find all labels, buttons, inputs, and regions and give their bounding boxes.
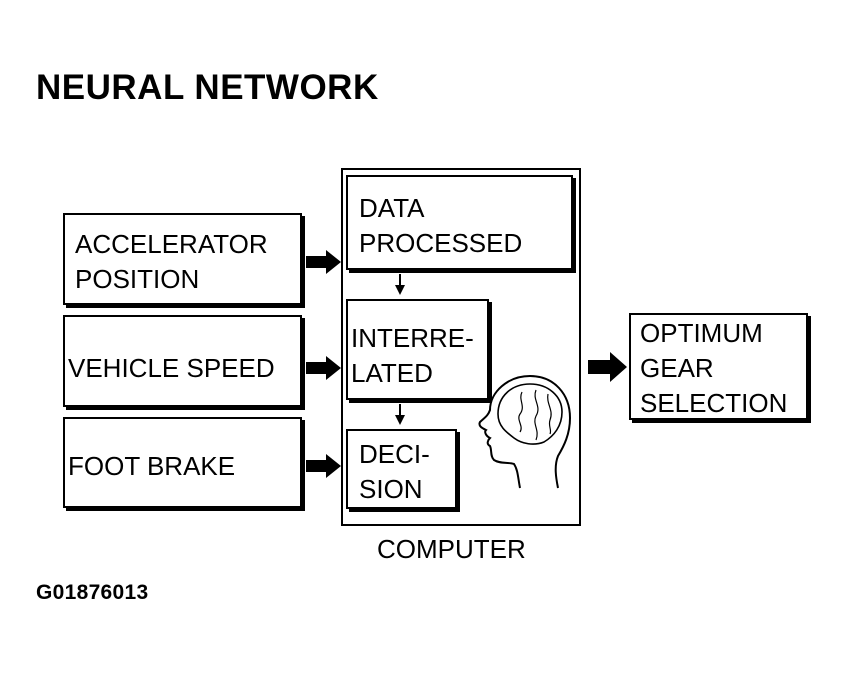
data-processed-box: DATA PROCESSED <box>346 175 573 270</box>
accelerator-label-line2: POSITION <box>75 264 200 294</box>
decision-label-line2: SION <box>359 474 423 504</box>
arrow-output-icon <box>588 352 627 382</box>
optimum-gear-selection-box: OPTIMUM GEAR SELECTION <box>629 313 808 420</box>
computer-label: COMPUTER <box>377 534 526 564</box>
figure-code: G01876013 <box>36 581 149 604</box>
interrelated-box: INTERRE- LATED <box>346 299 489 400</box>
decision-box: DECI- SION <box>346 429 457 509</box>
foot-brake-box: FOOT BRAKE <box>63 417 302 508</box>
arrow-vehicle-speed-icon <box>306 356 341 380</box>
output-label-line2: GEAR <box>640 353 714 383</box>
arrow-down-1-icon <box>395 274 405 295</box>
interrelated-label-line1: INTERRE- <box>351 323 474 353</box>
accelerator-label-line1: ACCELERATOR <box>75 229 268 259</box>
vehicle-speed-box: VEHICLE SPEED <box>63 315 302 407</box>
data-processed-label-line2: PROCESSED <box>359 228 523 258</box>
interrelated-label-line2: LATED <box>351 358 433 388</box>
output-label-line3: SELECTION <box>640 388 788 418</box>
output-label-line1: OPTIMUM <box>640 318 763 348</box>
arrow-accelerator-icon <box>306 250 341 274</box>
foot-brake-label: FOOT BRAKE <box>68 451 236 481</box>
data-processed-label-line1: DATA <box>359 193 425 223</box>
arrow-foot-brake-icon <box>306 454 341 478</box>
human-head-brain-icon <box>478 374 572 489</box>
vehicle-speed-label: VEHICLE SPEED <box>68 353 275 383</box>
accelerator-position-box: ACCELERATOR POSITION <box>63 213 302 305</box>
decision-label-line1: DECI- <box>359 439 430 469</box>
arrow-down-2-icon <box>395 404 405 425</box>
diagram-title: NEURAL NETWORK <box>36 68 379 107</box>
